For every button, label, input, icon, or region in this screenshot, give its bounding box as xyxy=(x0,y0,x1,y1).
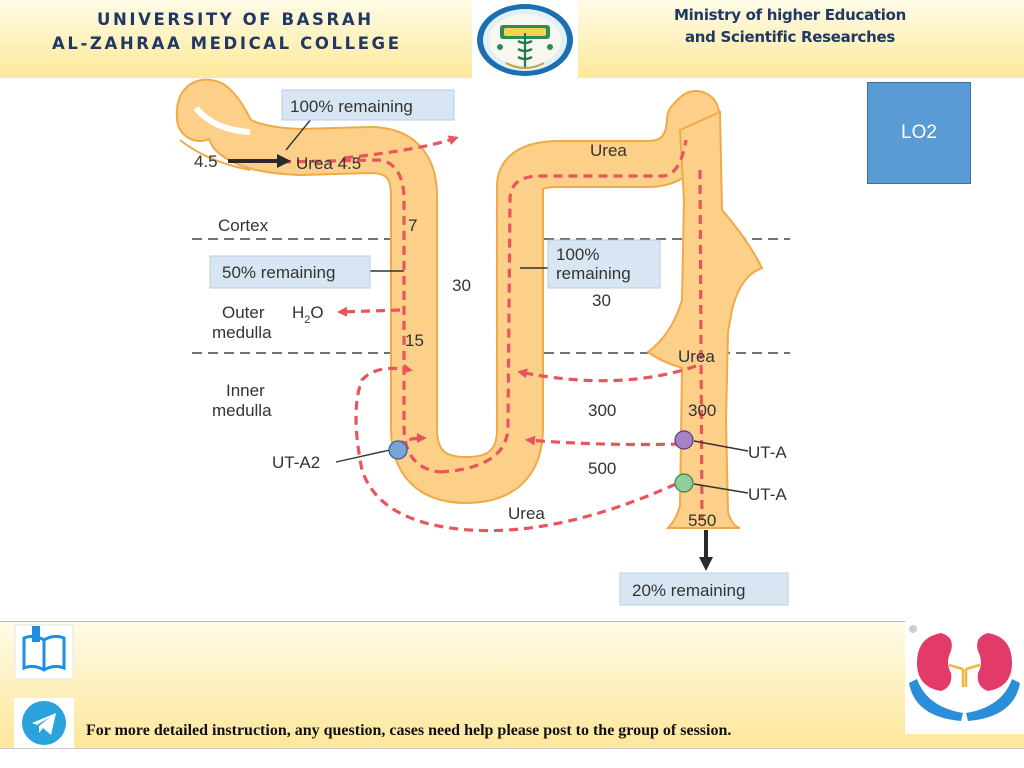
ut-a2-transporter xyxy=(388,440,408,460)
input-value: 4.5 xyxy=(194,152,218,171)
value-30-right: 30 xyxy=(592,291,611,310)
value-300-left: 300 xyxy=(588,401,616,420)
zone-outer-2: medulla xyxy=(212,323,272,342)
collecting-duct xyxy=(646,110,764,529)
ministry-line-2: and Scientific Researches xyxy=(684,28,896,46)
zone-inner-2: medulla xyxy=(212,401,272,420)
value-30-left: 30 xyxy=(452,276,471,295)
urea-duct-label: Urea xyxy=(678,347,715,366)
water-label: H2O xyxy=(292,303,324,326)
value-500: 500 xyxy=(588,459,616,478)
urea-recycling-diagram: 100% remaining 50% remaining 100% remain… xyxy=(175,78,790,606)
callout-top-text: 100% remaining xyxy=(290,97,413,116)
telegram-icon[interactable] xyxy=(14,698,74,748)
crest-frame xyxy=(472,0,578,78)
value-15: 15 xyxy=(405,331,424,350)
callout-fifty-text: 50% remaining xyxy=(222,263,335,282)
urea-input-label: Urea 4.5 xyxy=(296,154,361,173)
callout-box-hundred xyxy=(547,239,661,289)
value-300-right: 300 xyxy=(688,401,716,420)
college-crest-icon xyxy=(477,4,573,76)
footer-divider xyxy=(0,748,1024,749)
zone-outer-1: Outer xyxy=(222,303,265,322)
ut-a-label-1: UT-A xyxy=(748,443,787,462)
zone-inner-1: Inner xyxy=(226,381,265,400)
urea-flow-paths xyxy=(281,135,704,533)
book-icon[interactable] xyxy=(14,624,74,680)
college-name: AL-ZAHRAA MEDICAL COLLEGE xyxy=(52,34,402,53)
ministry-title: Ministry of higher Education and Scienti… xyxy=(640,4,940,48)
value-7: 7 xyxy=(408,216,417,235)
urea-top-label: Urea xyxy=(590,141,627,160)
university-name: UNIVERSITY OF BASRAH xyxy=(97,10,374,29)
ut-a-pointer-2 xyxy=(693,483,749,494)
kidney-care-logo xyxy=(905,621,1024,734)
ut-a-pointer-1 xyxy=(693,440,749,452)
ut-a2-pointer xyxy=(335,449,391,463)
footer-band xyxy=(0,621,1024,749)
callout-hundred-text-2: remaining xyxy=(556,264,631,283)
callout-hundred-text-1: 100% xyxy=(556,245,599,264)
ut-a-label-2: UT-A xyxy=(748,485,787,504)
callout-pointer-top xyxy=(285,117,313,151)
callout-box-fifty xyxy=(209,255,371,289)
callout-box-top xyxy=(281,89,455,121)
footer-message: For more detailed instruction, any quest… xyxy=(86,722,732,739)
ut-a2-label: UT-A2 xyxy=(272,453,320,472)
university-title: UNIVERSITY OF BASRAH AL-ZAHRAA MEDICAL C… xyxy=(52,8,472,56)
zone-cortex: Cortex xyxy=(218,216,269,235)
kidney-care-icon xyxy=(909,625,1020,721)
ut-a-transporter-green xyxy=(674,473,694,493)
ministry-line-1: Ministry of higher Education xyxy=(673,6,907,24)
callout-twenty-text: 20% remaining xyxy=(632,581,745,600)
loop-of-henle xyxy=(175,78,720,504)
value-550: 550 xyxy=(688,511,716,530)
learning-objective-badge[interactable]: LO2 xyxy=(867,82,971,184)
ut-a-transporter-purple xyxy=(674,430,694,450)
callout-box-twenty xyxy=(619,572,789,606)
urea-bottom-label: Urea xyxy=(508,504,545,523)
